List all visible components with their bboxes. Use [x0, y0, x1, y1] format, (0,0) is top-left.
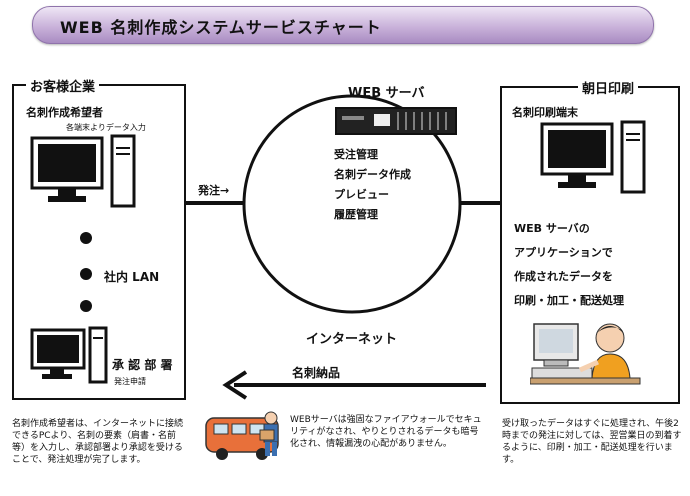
center-note: WEBサーバは強固なファイアウォールでセキュリティがなされ、やりとりされるデータ… [290, 415, 482, 449]
approval-pc-icon [30, 326, 108, 384]
server-icon [335, 107, 457, 135]
process-line: アプリケーションで [514, 246, 613, 259]
web-server-label: WEB サーバ [348, 86, 425, 101]
function-item: 履歴管理 [334, 208, 378, 221]
requester-label: 名刺作成希望者 [26, 106, 103, 119]
lan-dot-3 [80, 300, 92, 312]
delivery-arrow-head [222, 370, 248, 400]
process-line: 印刷・加工・配送処理 [514, 294, 624, 307]
page-title: WEB 名刺作成システムサービスチャート [60, 18, 382, 37]
delivery-person-icon [259, 411, 279, 456]
lan-dot-2 [80, 268, 92, 280]
customer-company-label: お客様企業 [26, 76, 100, 95]
asahi-printing-label: 朝日印刷 [578, 78, 639, 97]
process-line: 作成されたデータを [514, 270, 613, 283]
function-item: 名刺データ作成 [334, 168, 411, 181]
process-line: WEB サーバの [514, 222, 590, 235]
internet-circle [242, 94, 462, 314]
lan-label: 社内 LAN [104, 270, 160, 284]
delivery-truck-icon [205, 417, 279, 460]
approval-sub: 発注申請 [114, 377, 146, 386]
terminal-label: 名刺印刷端末 [512, 106, 578, 119]
approval-label: 承 認 部 署 [112, 358, 173, 372]
lan-dot-1 [80, 232, 92, 244]
title-bar [32, 6, 654, 44]
printing-terminal-icon [540, 120, 646, 194]
desktop-pc-icon [30, 134, 136, 208]
delivery-label: 名刺納品 [292, 366, 341, 380]
function-item: プレビュー [334, 188, 389, 201]
operator-at-computer-icon [530, 323, 641, 385]
order-label: 発注→ [198, 184, 230, 197]
left-note: 名刺作成希望者は、インターネットに接続できるPCより、名刺の要素（肩書・名前等）… [12, 419, 184, 465]
right-note: 受け取ったデータはすぐに処理され、午後2時までの発注に対しては、翌営業日の到着す… [502, 419, 682, 465]
function-item: 受注管理 [334, 148, 378, 161]
internet-label: インターネット [306, 332, 398, 347]
requester-sub: 各端末よりデータ入力 [66, 123, 146, 132]
